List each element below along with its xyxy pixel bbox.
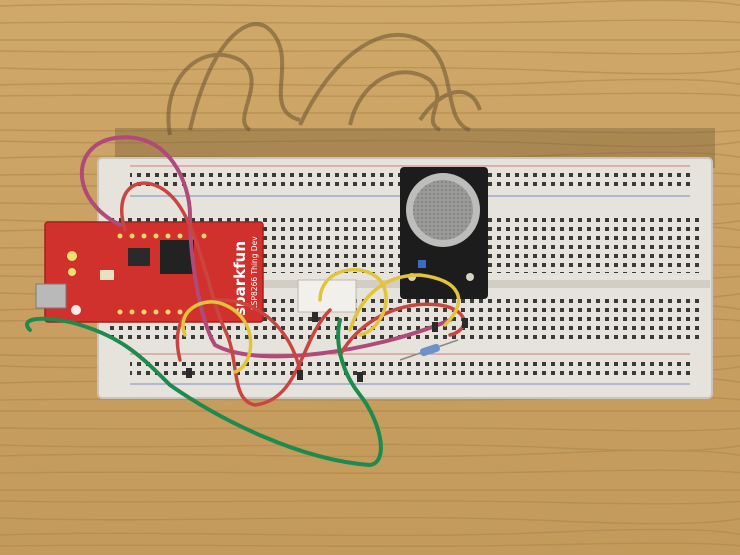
- usb-connector: [35, 283, 67, 309]
- board-brand-label: sparkfun: [231, 241, 249, 316]
- wood-grain-line: [0, 66, 740, 75]
- sparkfun-flame-icon: [71, 305, 81, 315]
- wood-grain-line: [0, 396, 740, 401]
- wood-grain-line: [0, 19, 740, 24]
- sparkfun-board: sparkfun ESP8266 Thing Dev: [35, 221, 264, 323]
- wood-grain-line: [0, 427, 740, 432]
- wire-yellow-3: [348, 273, 461, 332]
- wire-pink: [79, 135, 452, 359]
- wire-yellow-1: [181, 300, 253, 374]
- wood-grain-line: [0, 78, 740, 87]
- board-model-label: ESP8266 Thing Dev: [250, 236, 259, 310]
- wood-grain-line: [0, 50, 740, 55]
- wood-grain-line: [0, 139, 740, 148]
- wire-red-2: [175, 298, 302, 372]
- wood-grain-line: [0, 516, 740, 525]
- wood-grain-line: [0, 92, 740, 97]
- wood-grain-line: [0, 469, 740, 474]
- wire-tips: [186, 312, 468, 382]
- wood-grain-line: [0, 500, 740, 505]
- wood-grain-line: [0, 129, 740, 134]
- wood-grain-line: [0, 0, 740, 8]
- wood-grain-line: [0, 542, 740, 547]
- wire-green: [24, 316, 383, 468]
- wire-shadow: [166, 22, 482, 136]
- gas-sensor-module: [400, 167, 488, 299]
- white-header: [297, 279, 357, 313]
- wood-grain-line: [0, 443, 740, 452]
- wood-grain-line: [0, 528, 740, 537]
- chip: [160, 240, 194, 274]
- resistor: [399, 339, 459, 361]
- power-rail-bottom: [130, 360, 690, 378]
- wire-yellow-2: [318, 268, 388, 337]
- wire-red-1: [120, 181, 332, 407]
- wood-grain-line: [0, 449, 740, 458]
